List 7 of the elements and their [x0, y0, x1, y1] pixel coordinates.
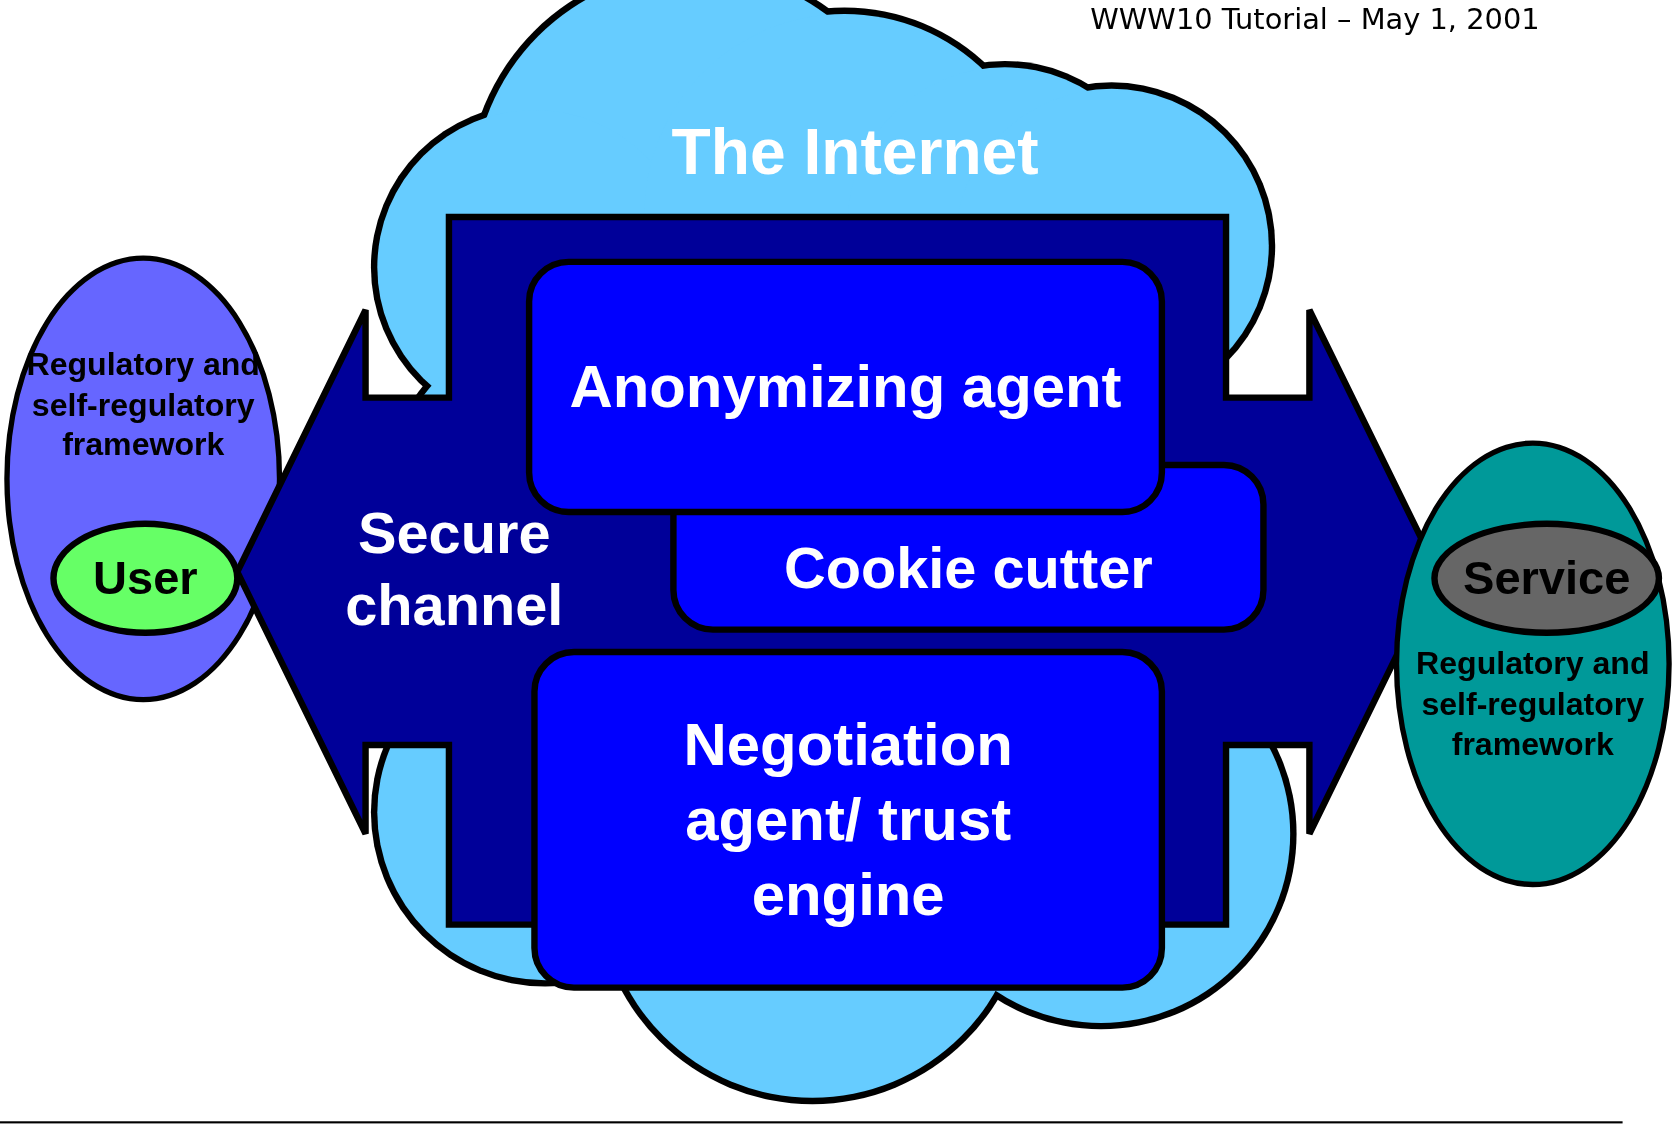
header-note: WWW10 Tutorial – May 1, 2001: [1090, 2, 1540, 36]
cloud-title: The Internet: [670, 115, 1040, 191]
user-ellipse: User: [50, 520, 241, 636]
agent-box: Negotiation agent/ trust engine: [531, 648, 1166, 991]
service-ellipse: Service: [1431, 520, 1663, 636]
framework-label: Regulatory and self-regulatory framework: [1415, 644, 1651, 764]
agent-box: Anonymizing agent: [525, 258, 1166, 516]
